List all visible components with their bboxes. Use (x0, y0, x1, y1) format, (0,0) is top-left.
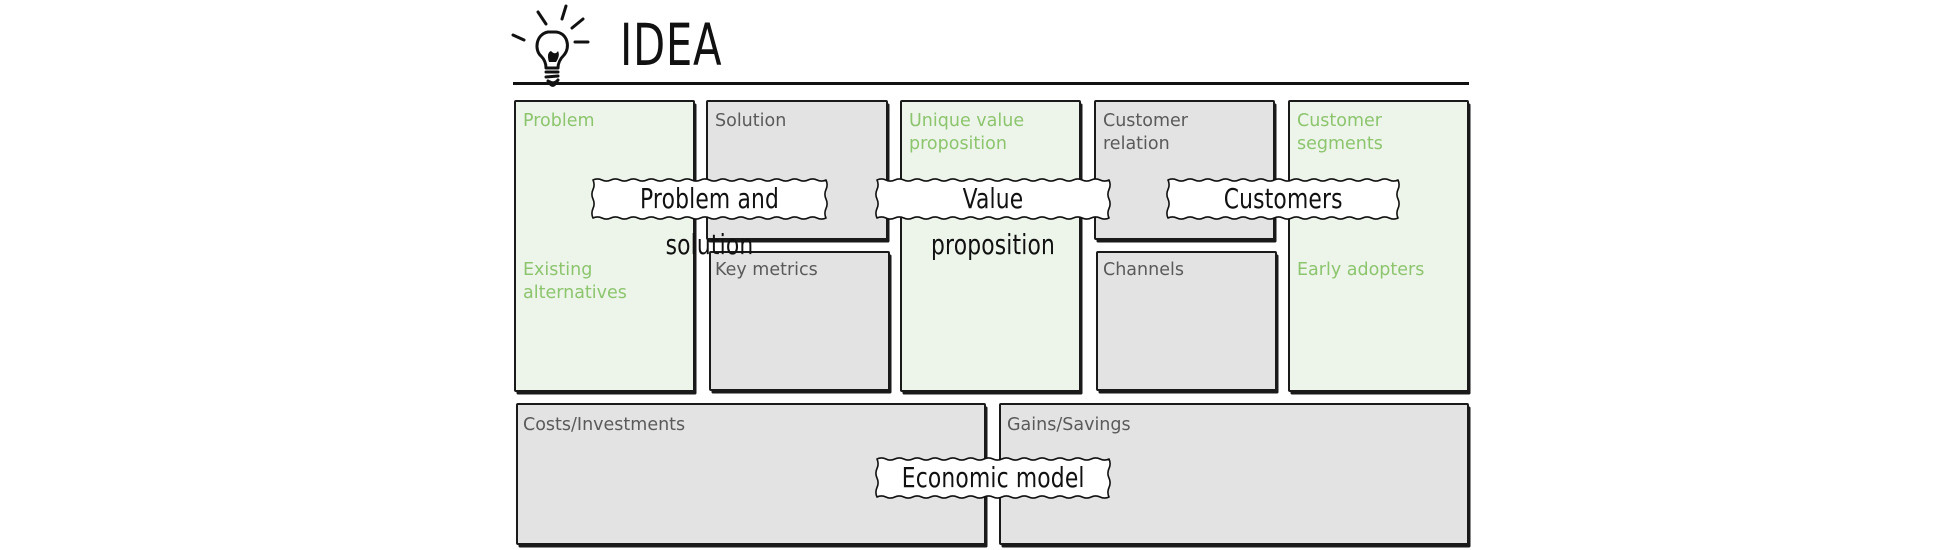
badge-value-proposition-text: Value proposition (931, 182, 1055, 261)
problem-block[interactable] (514, 100, 695, 392)
badge-economic-model-text: Economic model (901, 461, 1085, 494)
key-metrics-block[interactable] (709, 251, 890, 391)
key-metrics-label: Key metrics (715, 260, 818, 280)
badge-customers-text: Customers (1223, 182, 1343, 215)
early-adopters-label: Early adopters (1297, 260, 1425, 280)
customer-segments-label: Customer segments (1297, 111, 1383, 154)
wavy-badge-outline (875, 457, 1111, 499)
channels-label: Channels (1103, 260, 1184, 280)
gains-savings-label: Gains/Savings (1007, 415, 1131, 435)
channels-block[interactable] (1096, 251, 1277, 391)
customer-segments-block[interactable] (1288, 100, 1469, 392)
lightbulb-icon (511, 4, 590, 87)
unique-value-proposition-block[interactable] (900, 100, 1081, 392)
wavy-badge-outline (591, 178, 828, 220)
problem-label: Problem (523, 111, 595, 131)
costs-investments-label: Costs/Investments (523, 415, 686, 435)
wavy-badge-outline (875, 178, 1111, 220)
page-title: IDEA (620, 11, 723, 79)
wavy-badge-shape (591, 178, 828, 220)
header-divider (513, 82, 1469, 85)
badge-problem-and-solution-text: Problem and solution (639, 182, 780, 261)
badge-economic-model: Economic model (873, 455, 1113, 501)
wavy-badge-shape (1166, 178, 1400, 220)
badge-customers: Customers (1164, 176, 1402, 222)
wavy-badge-shape (875, 457, 1111, 499)
badge-problem-and-solution: Problem and solution (589, 176, 830, 261)
badge-value-proposition: Value proposition (873, 176, 1113, 261)
existing-alternatives-label: Existing alternatives (523, 260, 627, 303)
wavy-badge-outline (1166, 178, 1400, 220)
customer-relation-label: Customer relation (1103, 111, 1189, 154)
unique-value-proposition-label: Unique value proposition (909, 111, 1025, 154)
solution-label: Solution (715, 111, 787, 131)
wavy-badge-shape (875, 178, 1111, 220)
